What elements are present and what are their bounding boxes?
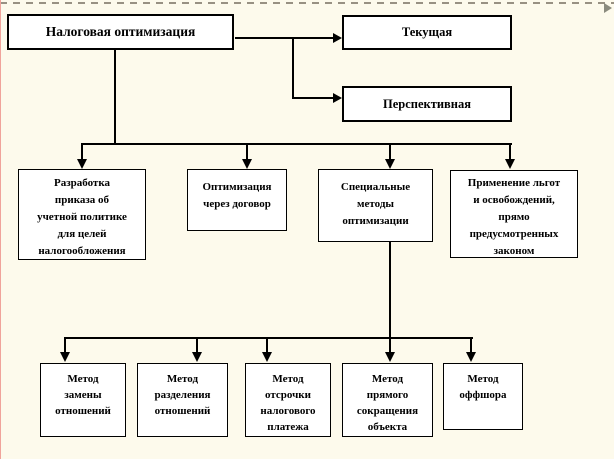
node-tax-optimization-label: Налоговая оптимизация — [45, 24, 196, 39]
drop-tier3-3 — [266, 337, 268, 353]
node-contract-optimization: Оптимизация через договор — [187, 169, 287, 231]
node-method-direct-reduction: Метод прямого сокращения объекта — [342, 363, 433, 437]
connector-branch-vertical — [292, 37, 294, 99]
arrowhead-current — [333, 33, 342, 43]
arrowhead-tier3-1 — [60, 352, 70, 362]
drop-tier2-4 — [509, 143, 511, 160]
arrowhead-tier3-5 — [466, 352, 476, 362]
arrowhead-tier3-3 — [262, 352, 272, 362]
node-method-deferral: Метод отсрочки налогового платежа — [245, 363, 331, 437]
node-special-methods-label: Специальные методы оптимизации — [340, 181, 411, 228]
collapse-arrow-icon — [604, 3, 612, 13]
arrowhead-tier2-2 — [242, 159, 252, 169]
node-benefits-exemptions: Применение льгот и освобождений, прямо п… — [450, 170, 578, 258]
drop-tier2-2 — [246, 143, 248, 160]
arrowhead-perspective — [333, 93, 342, 103]
node-contract-optimization-label: Оптимизация через договор — [202, 181, 272, 211]
node-current: Текущая — [342, 15, 512, 50]
page-edge-accent — [0, 0, 1, 459]
node-benefits-exemptions-label: Применение льгот и освобождений, прямо п… — [467, 177, 561, 258]
node-perspective: Перспективная — [342, 86, 512, 122]
arrowhead-tier2-1 — [77, 159, 87, 169]
node-current-label: Текущая — [401, 25, 453, 39]
node-method-offshore-label: Метод оффшора — [459, 373, 507, 401]
connector-root-to-current — [235, 37, 333, 39]
node-accounting-policy: Разработка приказа об учетной политике д… — [18, 169, 146, 260]
node-method-division-label: Метод разделения отношений — [154, 373, 211, 417]
drop-tier3-2 — [196, 337, 198, 353]
node-method-replacement-label: Метод замены отношений — [55, 373, 111, 417]
node-method-direct-reduction-label: Метод прямого сокращения объекта — [356, 373, 419, 433]
arrowhead-tier2-4 — [505, 159, 515, 169]
node-method-deferral-label: Метод отсрочки налогового платежа — [260, 373, 316, 433]
connector-root-to-perspective — [292, 97, 333, 99]
drop-tier3-5 — [470, 337, 472, 353]
drop-tier2-1 — [81, 143, 83, 160]
node-accounting-policy-label: Разработка приказа об учетной политике д… — [37, 177, 127, 258]
dashed-guide-line — [0, 2, 614, 4]
drop-tier2-3 — [389, 143, 391, 160]
node-method-division: Метод разделения отношений — [137, 363, 228, 437]
node-tax-optimization: Налоговая оптимизация — [7, 14, 234, 50]
node-perspective-label: Перспективная — [382, 96, 472, 111]
bus-tier3 — [65, 337, 473, 339]
bus-tier2 — [82, 143, 512, 145]
node-special-methods: Специальные методы оптимизации — [318, 169, 433, 242]
connector-special-down — [389, 242, 391, 339]
node-method-replacement: Метод замены отношений — [40, 363, 126, 437]
connector-root-down — [114, 50, 116, 145]
drop-tier3-1 — [64, 337, 66, 353]
drop-tier3-4 — [389, 337, 391, 353]
node-method-offshore: Метод оффшора — [443, 363, 523, 430]
arrowhead-tier3-2 — [192, 352, 202, 362]
arrowhead-tier2-3 — [385, 159, 395, 169]
arrowhead-tier3-4 — [385, 352, 395, 362]
